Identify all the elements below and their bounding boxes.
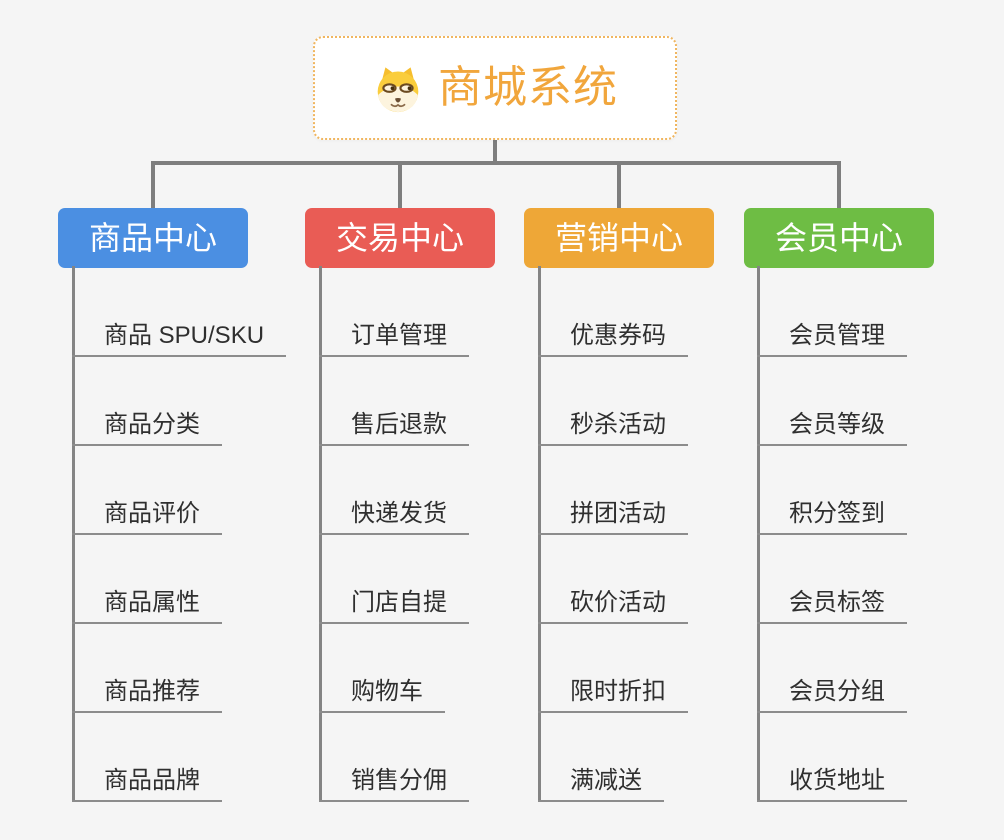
- branch-header-product-center[interactable]: 商品中心: [58, 208, 248, 268]
- root-node[interactable]: 商城系统: [313, 36, 677, 140]
- leaf-node[interactable]: 订单管理: [319, 321, 469, 357]
- connector-drop-product-center: [151, 163, 155, 208]
- leaf-node[interactable]: 销售分佣: [319, 766, 469, 802]
- connector-bus: [151, 161, 841, 165]
- connector-drop-member-center: [837, 163, 841, 208]
- leaf-node[interactable]: 商品 SPU/SKU: [72, 321, 287, 357]
- branch-header-trade-center[interactable]: 交易中心: [305, 208, 495, 268]
- leaf-node[interactable]: 会员管理: [757, 321, 907, 357]
- branch-header-marketing-center[interactable]: 营销中心: [524, 208, 714, 268]
- leaf-node[interactable]: 积分签到: [757, 499, 907, 535]
- leaf-node[interactable]: 会员标签: [757, 588, 907, 624]
- leaf-node[interactable]: 购物车: [319, 677, 445, 713]
- connector-drop-marketing-center: [617, 163, 621, 208]
- root-title: 商城系统: [438, 63, 618, 112]
- leaf-node[interactable]: 砍价活动: [538, 588, 688, 624]
- leaf-node[interactable]: 收货地址: [757, 766, 907, 802]
- leaf-node[interactable]: 会员分组: [757, 677, 907, 713]
- leaf-node[interactable]: 商品评价: [72, 499, 222, 535]
- connector-root-stem: [493, 140, 497, 163]
- leaf-node[interactable]: 秒杀活动: [538, 410, 688, 446]
- leaf-node[interactable]: 快递发货: [319, 499, 469, 535]
- branch-header-member-center[interactable]: 会员中心: [744, 208, 934, 268]
- leaf-node[interactable]: 商品品牌: [72, 766, 222, 802]
- leaf-node[interactable]: 门店自提: [319, 588, 469, 624]
- leaf-node[interactable]: 商品推荐: [72, 677, 222, 713]
- leaf-node[interactable]: 商品属性: [72, 588, 222, 624]
- leaf-node[interactable]: 限时折扣: [538, 677, 688, 713]
- leaf-node[interactable]: 优惠券码: [538, 321, 688, 357]
- leaf-node[interactable]: 拼团活动: [538, 499, 688, 535]
- leaf-node[interactable]: 售后退款: [319, 410, 469, 446]
- leaf-node[interactable]: 商品分类: [72, 410, 222, 446]
- leaf-node[interactable]: 满减送: [538, 766, 664, 802]
- shiba-dog-icon: [372, 64, 424, 113]
- connector-drop-trade-center: [398, 163, 402, 208]
- leaf-node[interactable]: 会员等级: [757, 410, 907, 446]
